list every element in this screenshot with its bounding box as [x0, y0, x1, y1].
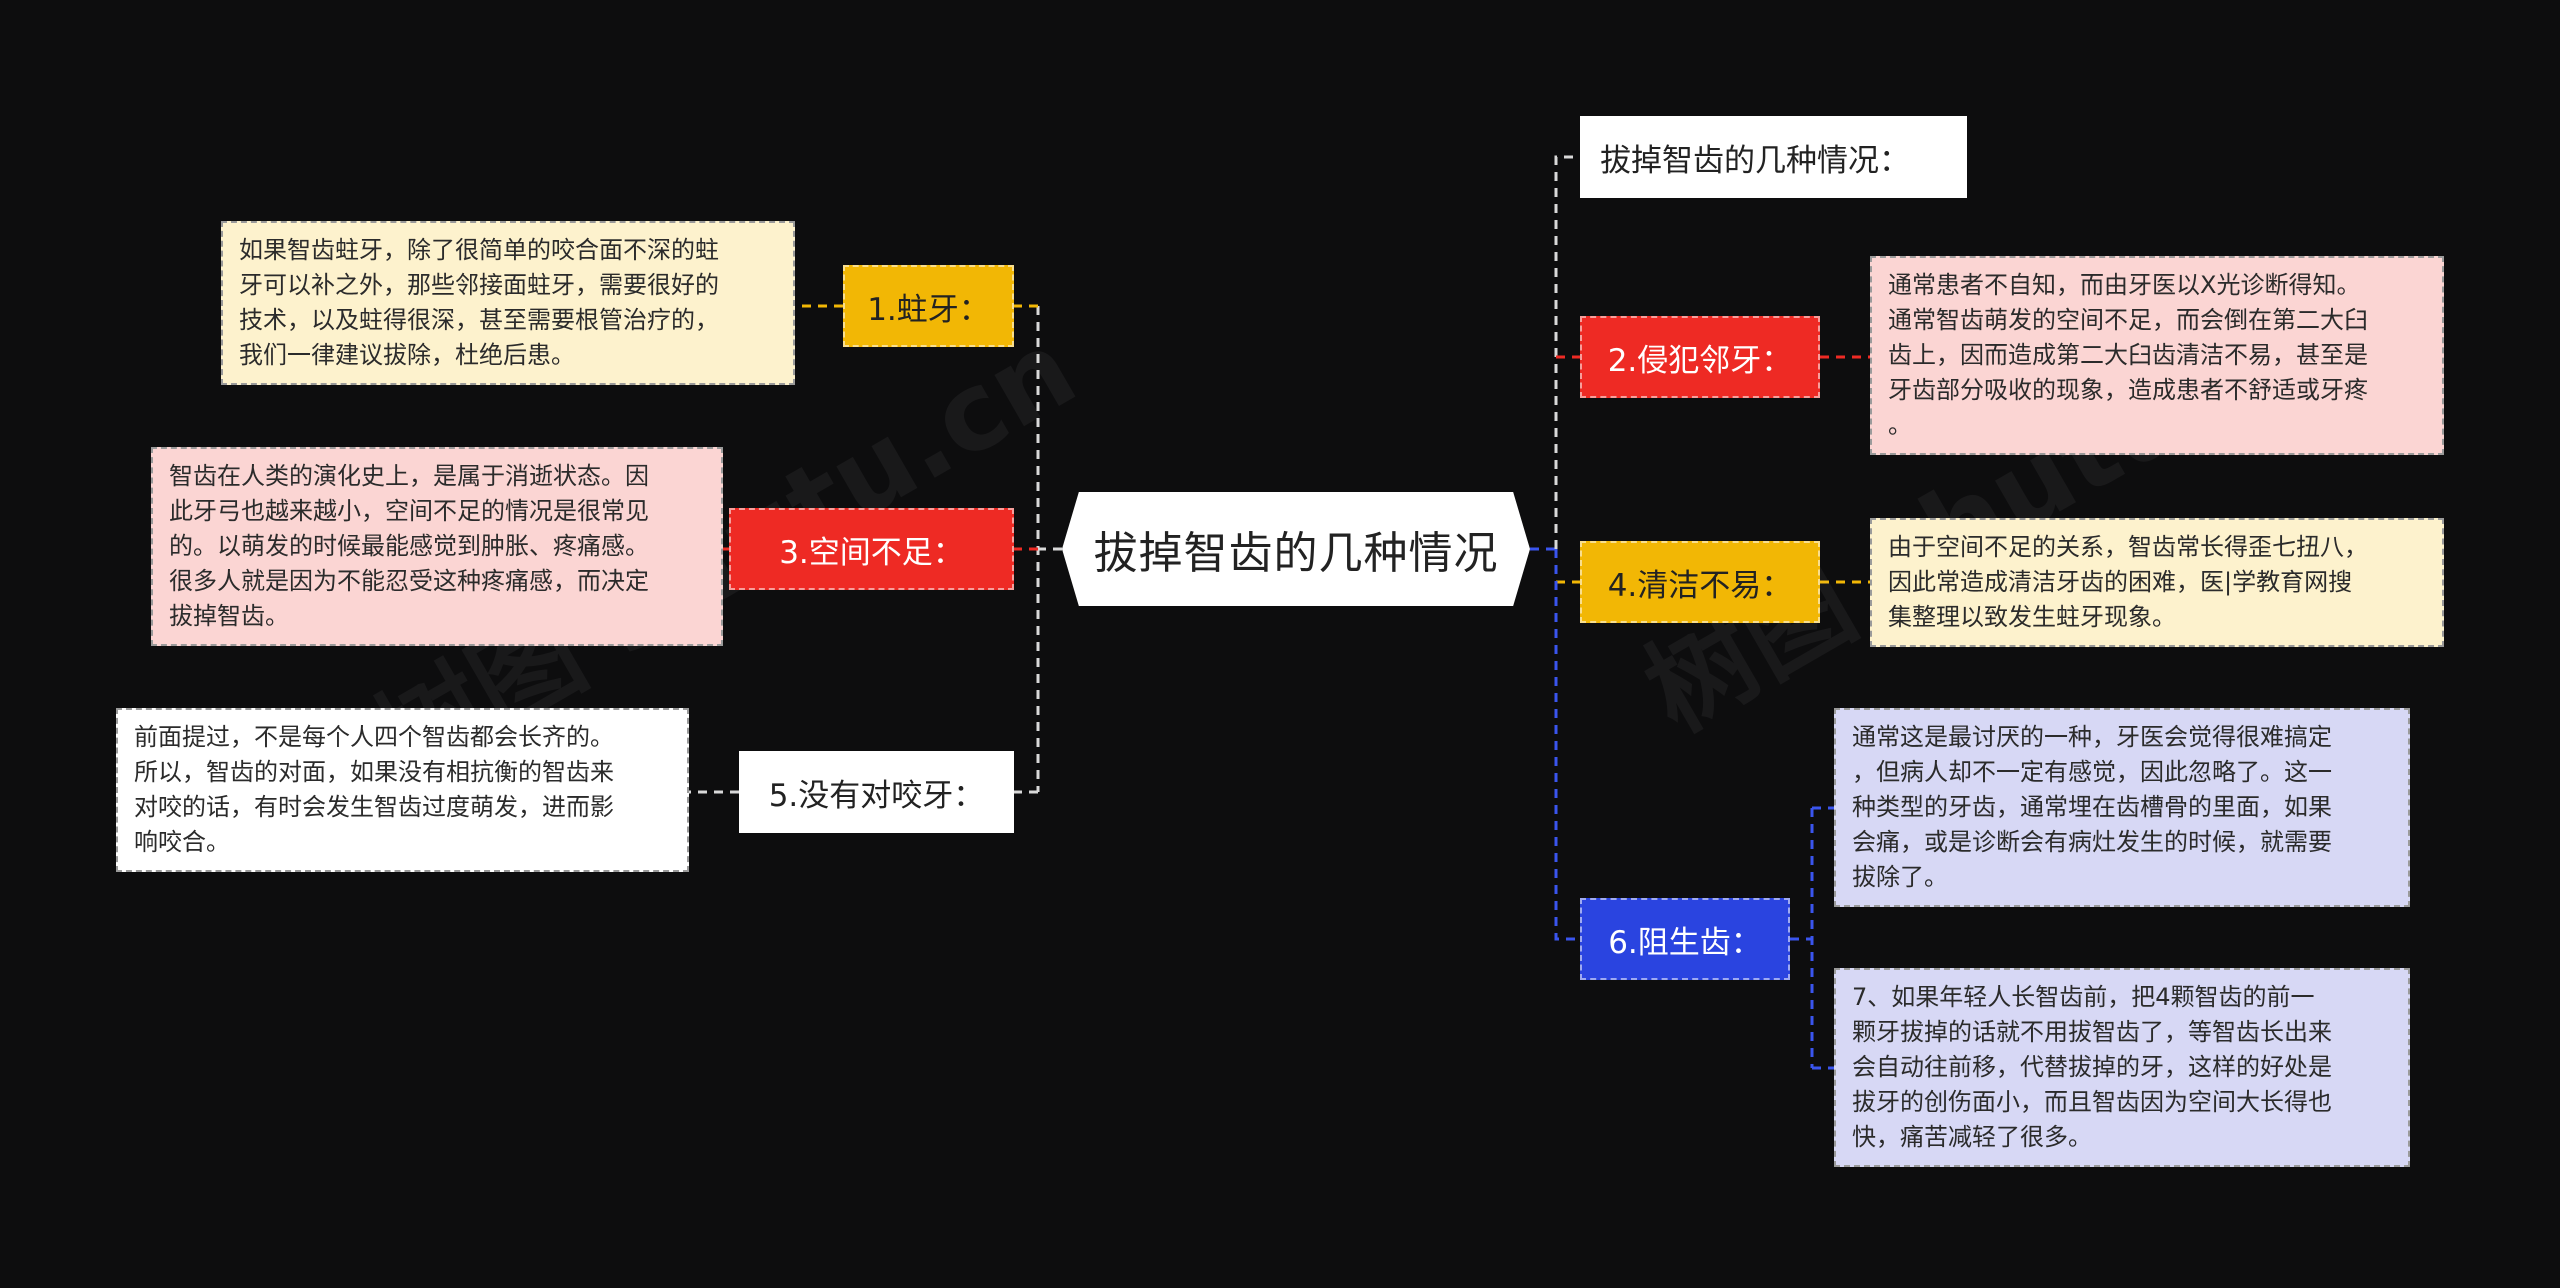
leaf-impacted-tooth-b[interactable]: 7、如果年轻人长智齿前，把4颗智齿的前一 颗牙拔掉的话就不用拔智齿了，等智齿长出…: [1834, 968, 2410, 1167]
branch-label: 4.清洁不易：: [1607, 567, 1793, 604]
leaf-line: 齿上，因而造成第二大臼齿清洁不易，甚至是: [1888, 341, 2368, 369]
leaf-line: 会自动往前移，代替拔掉的牙，这样的好处是: [1852, 1053, 2332, 1081]
leaf-line: 牙可以补之外，那些邻接面蛀牙，需要很好的: [239, 271, 719, 299]
leaf-line: 如果智齿蛀牙，除了很简单的咬合面不深的蛀: [239, 236, 719, 264]
leaf-line: 通常智齿萌发的空间不足，而会倒在第二大臼: [1888, 306, 2368, 334]
leaf-line: 前面提过，不是每个人四个智齿都会长齐的。: [134, 723, 614, 751]
branch-adjacent-tooth[interactable]: 2.侵犯邻牙：: [1580, 316, 1820, 398]
branch-hard-to-clean[interactable]: 4.清洁不易：: [1580, 541, 1820, 623]
leaf-line: 的。以萌发的时候最能感觉到肿胀、疼痛感。: [169, 532, 649, 560]
leaf-line: 此牙弓也越来越小，空间不足的情况是很常见: [169, 497, 649, 525]
connector-b6: [1554, 549, 1580, 941]
leaf-cavity[interactable]: 如果智齿蛀牙，除了很简单的咬合面不深的蛀 牙可以补之外，那些邻接面蛀牙，需要很好…: [221, 221, 795, 385]
leaf-hard-to-clean[interactable]: 由于空间不足的关系，智齿常长得歪七扭八， 因此常造成清洁牙齿的困难，医|学教育网…: [1870, 518, 2444, 647]
leaf-line: 集整理以致发生蛀牙现象。: [1888, 603, 2176, 631]
leaf-line: 因此常造成清洁牙齿的困难，医|学教育网搜: [1888, 568, 2353, 596]
leaf-line: 拔牙的创伤面小，而且智齿因为空间大长得也: [1852, 1088, 2332, 1116]
leaf-line: 拔除了。: [1852, 863, 1948, 891]
branch-label: 5.没有对咬牙：: [768, 777, 985, 814]
leaf-line: 会痛，或是诊断会有病灶发生的时候，就需要: [1852, 828, 2332, 856]
branch-no-opposing-tooth[interactable]: 5.没有对咬牙：: [739, 751, 1014, 833]
branch-cavity[interactable]: 1.蛀牙：: [843, 265, 1014, 347]
branch-label: 3.空间不足：: [779, 534, 964, 571]
connector-leaf-b6: [1790, 806, 1834, 1070]
branch-label: 2.侵犯邻牙：: [1607, 342, 1793, 379]
leaf-adjacent-tooth[interactable]: 通常患者不自知，而由牙医以X光诊断得知。 通常智齿萌发的空间不足，而会倒在第二大…: [1870, 256, 2444, 455]
leaf-insufficient-space[interactable]: 智齿在人类的演化史上，是属于消逝状态。因 此牙弓也越来越小，空间不足的情况是很常…: [151, 447, 723, 646]
leaf-no-opposing-tooth[interactable]: 前面提过，不是每个人四个智齿都会长齐的。 所以，智齿的对面，如果没有相抗衡的智齿…: [116, 708, 689, 872]
leaf-line: 拔掉智齿。: [169, 602, 289, 630]
leaf-line: 牙齿部分吸收的现象，造成患者不舒适或牙疼: [1888, 376, 2368, 404]
leaf-line: 所以，智齿的对面，如果没有相抗衡的智齿来: [134, 758, 614, 786]
branch-summary[interactable]: 拔掉智齿的几种情况：: [1580, 116, 1967, 198]
leaf-line: 智齿在人类的演化史上，是属于消逝状态。因: [169, 462, 649, 490]
branch-label: 拔掉智齿的几种情况：: [1600, 142, 1910, 179]
root-title: 拔掉智齿的几种情况: [1093, 528, 1499, 579]
branch-label: 6.阻生齿：: [1608, 924, 1762, 961]
leaf-line: 通常患者不自知，而由牙医以X光诊断得知。: [1888, 271, 2361, 299]
leaf-line: 技术，以及蛀得很深，甚至需要根管治疗的，: [239, 306, 719, 334]
leaf-line: ，但病人却不一定有感觉，因此忽略了。这一: [1852, 758, 2332, 786]
leaf-line: 响咬合。: [134, 828, 230, 856]
leaf-line: 我们一律建议拔除，杜绝后患。: [239, 341, 575, 369]
leaf-line: 种类型的牙齿，通常埋在齿槽骨的里面，如果: [1852, 793, 2332, 821]
branch-insufficient-space[interactable]: 3.空间不足：: [729, 508, 1014, 590]
leaf-line: 。: [1888, 411, 1912, 439]
leaf-line: 7、如果年轻人长智齿前，把4颗智齿的前一: [1852, 983, 2315, 1011]
leaf-line: 快，痛苦减轻了很多。: [1852, 1123, 2092, 1151]
connector-root-left: [1036, 306, 1062, 792]
branch-label: 1.蛀牙：: [867, 291, 990, 328]
leaf-line: 通常这是最讨厌的一种，牙医会觉得很难搞定: [1852, 723, 2332, 751]
leaf-line: 颗牙拔掉的话就不用拔智齿了，等智齿长出来: [1852, 1018, 2332, 1046]
leaf-line: 由于空间不足的关系，智齿常长得歪七扭八，: [1888, 533, 2368, 561]
branch-impacted-tooth[interactable]: 6.阻生齿：: [1580, 898, 1790, 980]
leaf-impacted-tooth-a[interactable]: 通常这是最讨厌的一种，牙医会觉得很难搞定 ，但病人却不一定有感觉，因此忽略了。这…: [1834, 708, 2410, 907]
leaf-line: 对咬的话，有时会发生智齿过度萌发，进而影: [134, 793, 614, 821]
connector-b0: [1554, 155, 1580, 549]
root-node[interactable]: 拔掉智齿的几种情况: [1062, 492, 1530, 606]
leaf-line: 很多人就是因为不能忍受这种疼痛感，而决定: [169, 567, 649, 595]
